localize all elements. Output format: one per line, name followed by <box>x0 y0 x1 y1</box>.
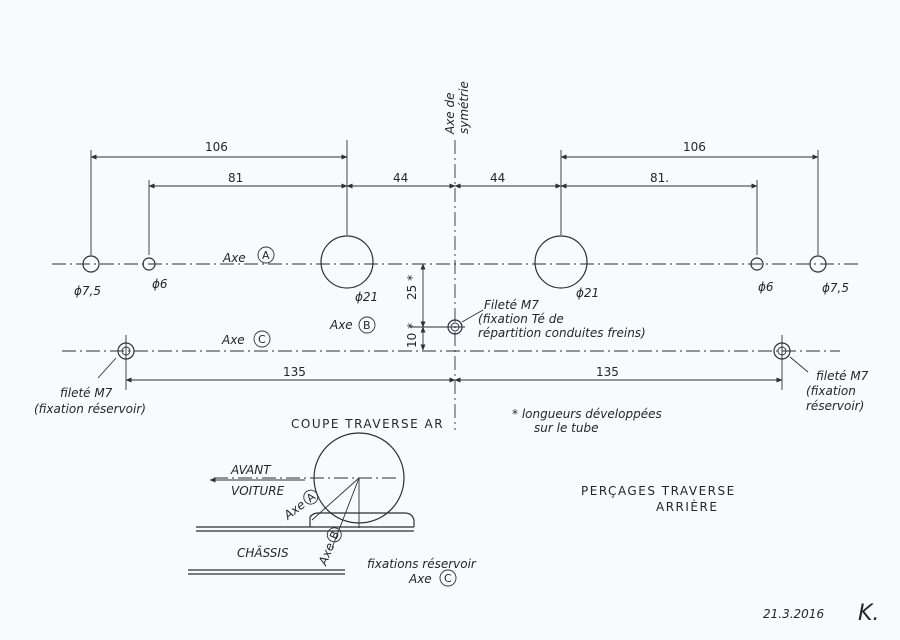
dim-44-right: 44 <box>490 171 505 185</box>
label-phi-21-left: ϕ21 <box>355 290 378 304</box>
dim-81-left: 81 <box>228 171 243 185</box>
avant-line1: AVANT <box>230 463 272 477</box>
filete-t-line1: Fileté M7 <box>484 298 539 312</box>
hole-m7-center-inner <box>450 322 460 332</box>
title-line1: PERÇAGES TRAVERSE <box>581 484 736 498</box>
label-phi-21-right: ϕ21 <box>576 286 599 300</box>
dim-25-group: 25 * <box>405 275 419 300</box>
section-title: COUPE TRAVERSE AR <box>291 417 444 431</box>
axis-a-letter: A <box>262 249 270 262</box>
filete-left-line2: (fixation réservoir) <box>34 402 146 416</box>
axis-a-prefix: Axe <box>222 251 246 265</box>
dim-106-left: 106 <box>205 140 228 154</box>
section-axe-b-letter: B <box>327 529 342 541</box>
chassis-label: CHÂSSIS <box>237 545 289 560</box>
date: 21.3.2016 <box>763 607 824 621</box>
dim-25: 25 * <box>405 275 419 300</box>
dim-81-right: 81. <box>650 171 669 185</box>
hole-6-right <box>750 257 764 271</box>
hole-6-left <box>142 257 156 271</box>
symmetry-label-line2: symétrie <box>457 81 471 134</box>
dim-10: 10 * <box>405 323 419 348</box>
section-axe-b-prefix: Axe <box>315 541 337 568</box>
dim-135-right: 135 <box>596 365 619 379</box>
hole-m7-center-outer <box>447 319 463 335</box>
filete-right-line1: fileté M7 <box>816 369 869 383</box>
section-axe-b-label: Axe B <box>315 527 342 568</box>
filete-left-line1: fileté M7 <box>60 386 113 400</box>
fixations-axe-prefix: Axe <box>408 572 432 586</box>
dim-106-right: 106 <box>683 140 706 154</box>
section-axe-a-bubble <box>303 489 319 505</box>
leader-m7-center <box>461 309 484 323</box>
label-phi-6-right: ϕ6 <box>758 280 774 294</box>
label-phi-7-5-right: ϕ7,5 <box>822 281 849 295</box>
leader-m7-left <box>97 357 117 379</box>
hole-21-left <box>320 235 374 289</box>
label-phi-6-left: ϕ6 <box>152 277 168 291</box>
axis-c-prefix: Axe <box>221 333 245 347</box>
filete-t-line2: (fixation Té de <box>478 312 564 326</box>
axis-b-letter: B <box>363 319 371 332</box>
signature: K. <box>858 601 879 626</box>
axis-c-letter: C <box>258 333 266 346</box>
fixations-line1: fixations réservoir <box>367 557 477 571</box>
filete-t-line3: répartition conduites freins) <box>478 326 646 340</box>
section-flange <box>309 512 415 527</box>
hole-7-5-left <box>82 255 100 273</box>
section-axe-a-prefix: Axe <box>280 497 307 523</box>
axis-b-prefix: Axe <box>329 318 353 332</box>
hole-7-5-right <box>809 255 827 273</box>
hole-21-right <box>534 235 588 289</box>
label-phi-7-5-left: ϕ7,5 <box>74 284 101 298</box>
leader-m7-right <box>789 356 809 373</box>
symmetry-axis-label: Axe de symétrie <box>443 81 471 135</box>
filete-right-line3: réservoir) <box>806 399 864 413</box>
note-line2: sur le tube <box>534 421 598 435</box>
symmetry-label-line1: Axe de <box>443 92 457 135</box>
fixations-axe-bubble <box>439 569 457 587</box>
axis-b-bubble <box>358 316 376 334</box>
axis-c-bubble <box>253 330 271 348</box>
fixations-axe-letter: C <box>444 572 452 585</box>
title-line2: ARRIÈRE <box>656 499 718 514</box>
section-axe-b-bubble <box>326 527 342 543</box>
axis-a-bubble <box>257 246 275 264</box>
dim-44-left: 44 <box>393 171 408 185</box>
note-line1: * longueurs développées <box>512 407 662 421</box>
dim-10-group: 10 * <box>405 323 419 348</box>
avant-line2: VOITURE <box>231 484 285 498</box>
dim-135-left: 135 <box>283 365 306 379</box>
filete-right-line2: (fixation <box>806 384 856 398</box>
